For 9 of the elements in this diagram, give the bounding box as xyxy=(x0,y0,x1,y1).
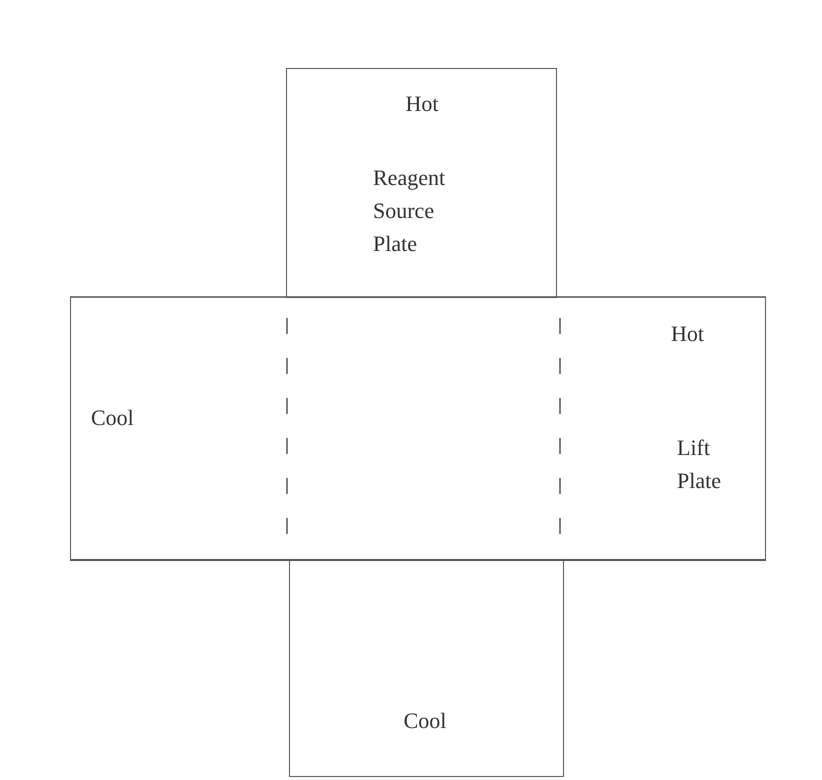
temperature-label: Hot xyxy=(671,320,705,348)
temperature-label: Hot xyxy=(404,90,440,118)
temperature-label: Cool xyxy=(402,707,448,735)
plate-region xyxy=(286,68,557,298)
plate-label: Reagent Source Plate xyxy=(373,164,446,258)
plate-region xyxy=(70,297,766,561)
plate-label: Lift Plate xyxy=(677,434,722,495)
temperature-label: Cool xyxy=(91,404,135,432)
plate-region xyxy=(289,560,564,777)
